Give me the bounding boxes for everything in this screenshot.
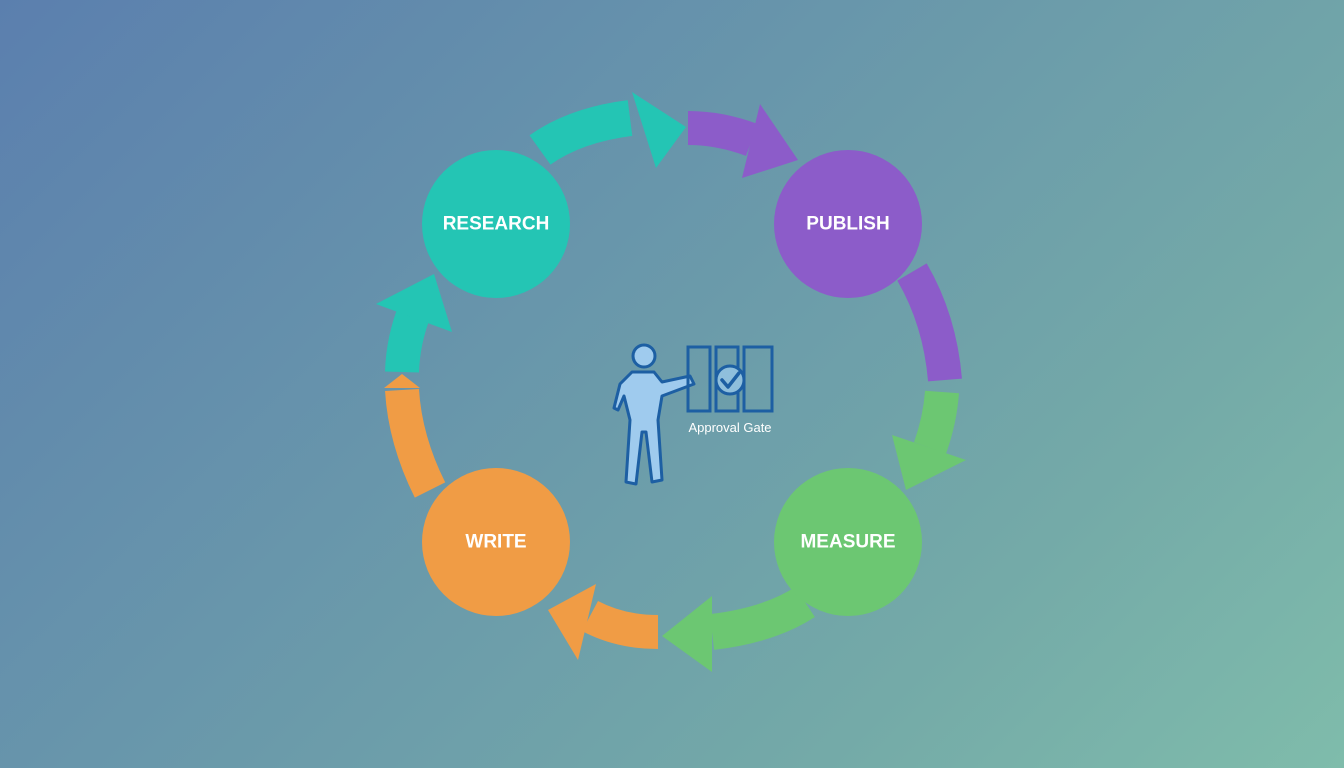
approval-gate-caption: Approval Gate [688, 420, 771, 435]
person-presenting-gate-icon: Approval Gate [612, 343, 774, 486]
node-publish-label: PUBLISH [806, 214, 889, 235]
arrow-measure-to-write [548, 584, 815, 672]
arrow-research-to-publish-head [632, 92, 686, 168]
node-measure-circle [774, 468, 922, 616]
arrow-measure-tail [913, 390, 959, 454]
arrow-publish-to-measure-body [897, 263, 962, 382]
node-research-circle [422, 150, 570, 298]
arrow-write-to-research [376, 274, 452, 498]
checkmark-icon [720, 371, 741, 389]
arrow-publish-to-measure-head [892, 435, 966, 490]
arrow-write-to-research-head [376, 274, 452, 332]
arrow-research-to-publish-body [529, 100, 633, 165]
node-write-circle [422, 468, 570, 616]
person-icon [612, 343, 696, 486]
arrow-measure-to-write-head [662, 596, 712, 672]
node-publish: PUBLISH [774, 150, 922, 298]
node-measure: MEASURE [774, 468, 922, 616]
node-research-label: RESEARCH [443, 214, 550, 235]
arrow-publish-to-measure [892, 263, 966, 490]
node-write-label: WRITE [465, 532, 526, 553]
arrow-publish-tail [687, 111, 758, 157]
node-measure-label: MEASURE [800, 532, 895, 553]
arrow-measure-to-write-orange-head [548, 584, 596, 660]
arrow-write-to-research-orange-head [384, 374, 420, 388]
arrow-measure-to-write-body [709, 586, 815, 650]
arrow-write-to-research-body [385, 388, 446, 498]
arrow-research-tail [385, 303, 431, 373]
arrow-publish-head-top [742, 104, 798, 178]
arrow-write-tail [582, 600, 659, 649]
gate-icon [686, 345, 774, 413]
node-publish-circle [774, 150, 922, 298]
node-write: WRITE [422, 468, 570, 616]
node-research: RESEARCH [422, 150, 570, 298]
arrow-research-to-publish [529, 92, 798, 178]
